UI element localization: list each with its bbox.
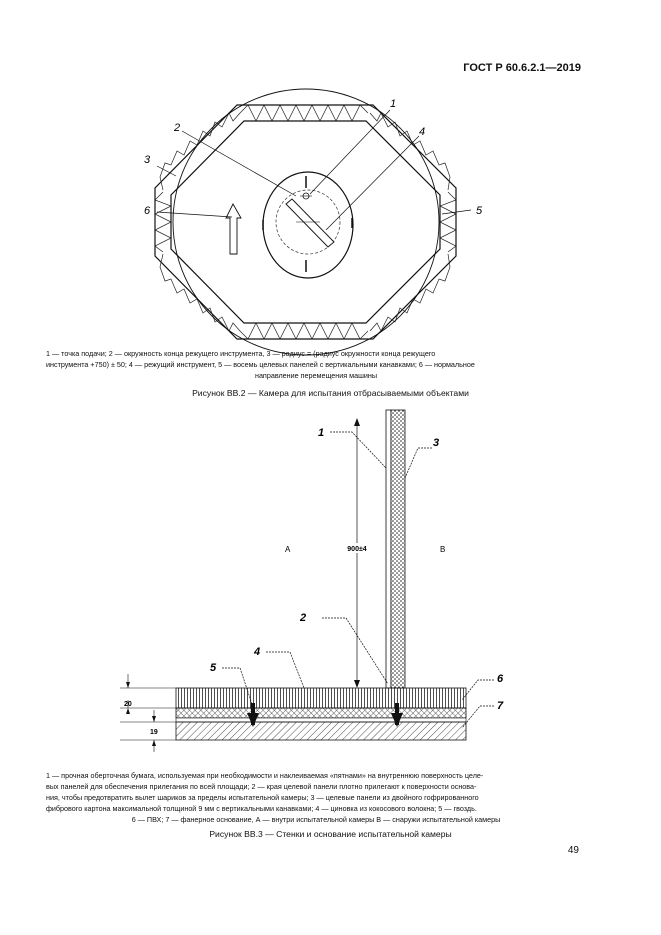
fig2-label-3: 3	[433, 437, 439, 449]
fig2-label-6: 6	[497, 673, 504, 685]
figure1-title: Рисунок ВВ.2 — Камера для испытания отбр…	[192, 388, 469, 398]
plywood-base	[175, 721, 467, 741]
fig2-label-4: 4	[253, 646, 260, 658]
fig1-label-4: 4	[419, 126, 425, 138]
figure1-caption-line: 1 — точка подачи; 2 — окружность конца р…	[46, 349, 436, 358]
figure2-caption-line: 6 — ПВХ; 7 — фанерное основание, А — вну…	[131, 815, 501, 824]
figure1-caption-line: направление перемещения машины	[254, 371, 378, 380]
fig2-label-5: 5	[210, 662, 217, 674]
dim-20: 20	[124, 701, 132, 708]
fig1-label-2: 2	[173, 122, 180, 134]
dim-height: 900±4	[347, 546, 367, 553]
figure2-caption: 1 — прочная оберточная бумага, используе…	[46, 770, 586, 825]
fig1-label-5: 5	[476, 205, 483, 217]
fig1-label-6: 6	[144, 205, 151, 217]
figure2-caption-line: вых панелей для обеспечения прилегания п…	[46, 782, 477, 791]
figure2-caption-line: 1 — прочная оберточная бумага, используе…	[46, 771, 484, 780]
fig2-label-7: 7	[497, 700, 504, 712]
figure2-title: Рисунок ВВ.3 — Стенки и основание испыта…	[209, 829, 452, 839]
side-a-label: А	[285, 545, 291, 554]
paper-strip	[385, 409, 392, 689]
dim-19: 19	[150, 729, 158, 736]
coir-mat	[175, 687, 467, 709]
fig2-label-1: 1	[318, 427, 324, 439]
standard-header: ГОСТ Р 60.6.2.1—2019	[463, 62, 581, 74]
fig2-label-2: 2	[299, 612, 306, 624]
octagon-outer	[154, 104, 457, 340]
target-panel	[390, 409, 406, 689]
fig1-label-3: 3	[144, 154, 151, 166]
figure1-caption: 1 — точка подачи; 2 — окружность конца р…	[46, 348, 586, 381]
side-b-label: В	[440, 545, 445, 554]
fig1-label-1: 1	[390, 98, 396, 110]
figure2-caption-line: фибрового картона максимальной толщиной …	[46, 804, 477, 813]
figure1-caption-line: инструмента +750) ± 50; 4 — режущий инст…	[46, 360, 475, 369]
pvc-layer	[175, 707, 467, 719]
page-number: 49	[567, 845, 579, 856]
truss-zigzag	[154, 104, 457, 340]
nails	[247, 703, 403, 727]
figure2-caption-line: ния, чтобы предотвратить вылет шариков з…	[46, 793, 479, 802]
